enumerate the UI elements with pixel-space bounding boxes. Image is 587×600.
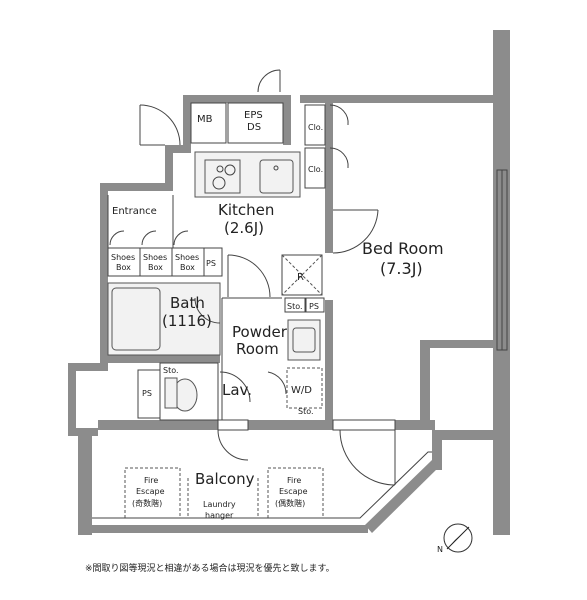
ps-mid-label: PS (309, 302, 319, 311)
powder-room-sub: Room (236, 340, 279, 358)
balcony-label: Balcony (195, 470, 255, 488)
kitchen-size-label: (2.6J) (224, 219, 264, 237)
fire-escape-left-label: Fire (144, 476, 158, 485)
bedroom-label: Bed Room (362, 239, 444, 258)
sto-upper-label: Sto. (287, 302, 303, 311)
bath-label: Bath (170, 294, 205, 312)
fire-escape-right-label: Fire (287, 476, 301, 485)
powder-room-label: Powder (232, 323, 288, 341)
shoes-box-2-label: Shoes (143, 253, 167, 262)
closet-bottom-label: Clo. (308, 165, 323, 174)
room-labels: MB EPS DS Clo. Clo. Entrance Kitchen (2.… (111, 110, 444, 520)
shoes-box-2-sub: Box (148, 263, 163, 272)
kitchen-label: Kitchen (218, 201, 274, 219)
compass-north-label: N (437, 545, 443, 554)
eps-label: EPS (244, 110, 263, 121)
laundry-hanger-sub: hanger (205, 511, 234, 520)
shoes-box-1-sub: Box (116, 263, 131, 272)
bedroom-size-label: (7.3J) (380, 259, 423, 278)
sto-wd-label: Sto. (298, 407, 314, 416)
wd-label: W/D (291, 385, 312, 396)
shoes-box-1-label: Shoes (111, 253, 135, 262)
refrigerator-label: R (297, 272, 304, 283)
footnote: ※間取り図等現況と相違がある場合は現況を優先と致します。 (85, 562, 335, 574)
laundry-hanger-label: Laundry (203, 500, 236, 509)
mb-label: MB (197, 114, 213, 125)
closet-top-label: Clo. (308, 123, 323, 132)
fire-escape-left-floor: (奇数階) (132, 498, 162, 508)
entrance-label: Entrance (112, 206, 157, 217)
ps-lower-label: PS (142, 389, 152, 398)
shoes-box-3-sub: Box (180, 263, 195, 272)
compass-circle (443, 523, 473, 553)
compass: N (437, 523, 473, 554)
fire-escape-right-sub: Escape (279, 487, 308, 496)
shoes-box-3-label: Shoes (175, 253, 199, 262)
fire-escape-right-floor: (偶数階) (275, 498, 305, 508)
bath-size-label: (1116) (162, 312, 212, 330)
doors (109, 69, 396, 486)
sto-lav-label: Sto. (163, 366, 179, 375)
fire-escape-left-sub: Escape (136, 487, 165, 496)
ds-label: DS (247, 122, 261, 133)
ps-upper-label: PS (206, 259, 216, 268)
lav-label: Lav. (222, 381, 252, 399)
